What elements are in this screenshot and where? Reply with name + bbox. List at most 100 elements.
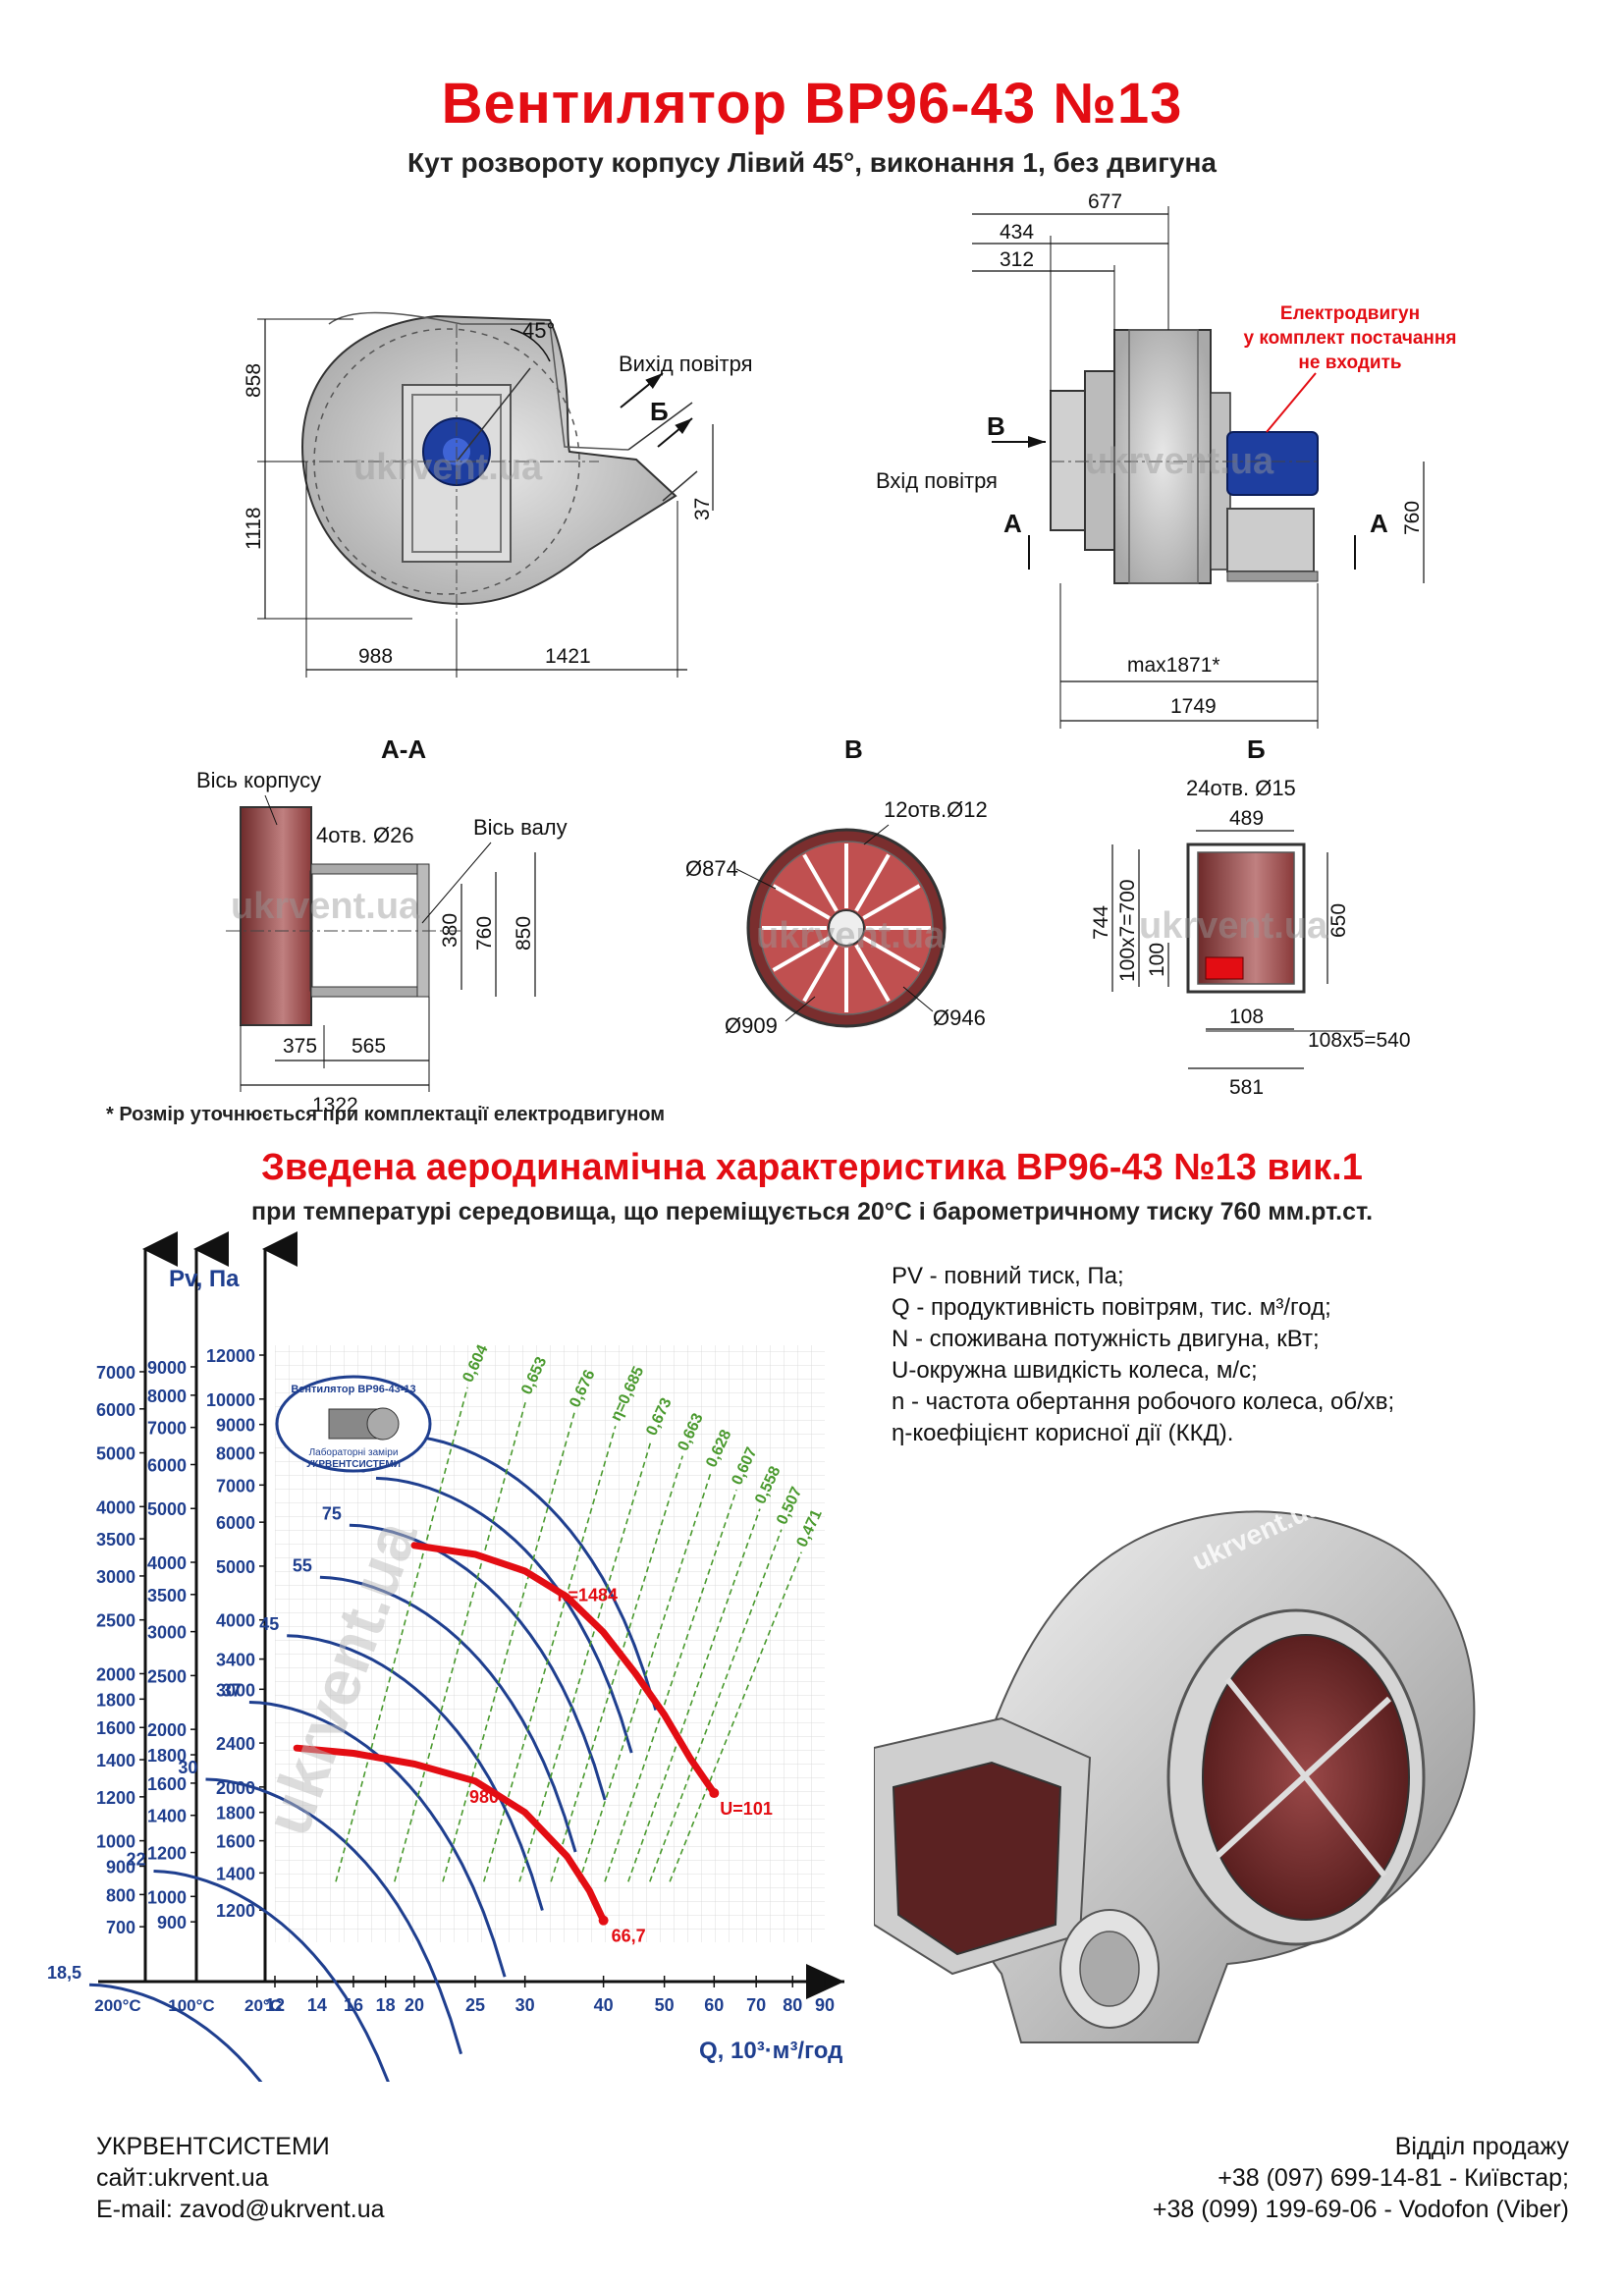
- power-curve-label: 37: [222, 1680, 242, 1700]
- y-tick-label: 1600: [216, 1832, 255, 1852]
- efficiency-line: [518, 1440, 652, 1882]
- page-subtitle: Кут розвороту корпусу Лівий 45°, виконан…: [407, 147, 1217, 178]
- dim-37: 37: [691, 498, 714, 520]
- legend-item-rpm: n - частота обертання робочого колеса, о…: [892, 1388, 1395, 1415]
- holes-aa: 4отв. Ø26: [316, 823, 414, 847]
- y-tick-label: 1200: [96, 1788, 135, 1808]
- tip-speed-66: 66,7: [612, 1927, 646, 1946]
- footer-sales-block: Відділ продажу +38 (097) 699-14-81 - Киї…: [1153, 2131, 1569, 2225]
- outlet-label: Вихід повітря: [619, 352, 753, 376]
- y-tick-label: 3000: [96, 1567, 135, 1587]
- technical-drawings: 45° Вихід повітря Б 858 1118 988 1421 37…: [196, 190, 1457, 1116]
- y-tick-label: 1200: [216, 1901, 255, 1921]
- power-curve: [153, 1870, 390, 2082]
- dim-1322: 1322: [312, 1094, 358, 1116]
- section-aa-title: А-А: [381, 734, 426, 764]
- footer-phone-1[interactable]: +38 (097) 699-14-81 - Київстар;: [1218, 2164, 1569, 2192]
- y-tick-label: 1800: [216, 1804, 255, 1823]
- dim-988: 988: [358, 645, 393, 668]
- tip-speed-101: U=101: [720, 1799, 773, 1819]
- dim-760-side: 760: [1401, 501, 1424, 535]
- dim-874: Ø874: [685, 856, 738, 881]
- power-curve-label: 18,5: [47, 1963, 81, 1983]
- dim-677: 677: [1088, 190, 1122, 213]
- section-v-marker: В: [987, 411, 1005, 441]
- motor-note-1: Електродвигун: [1280, 303, 1420, 324]
- y-tick-label: 7000: [216, 1476, 255, 1496]
- y-tick-label: 3400: [216, 1651, 255, 1670]
- impeller-spoke: [802, 853, 839, 912]
- dim-650: 650: [1327, 903, 1350, 938]
- case-axis-label: Вісь корпусу: [196, 768, 321, 792]
- legend-item-q: Q - продуктивність повітрям, тис. м³/год…: [892, 1294, 1331, 1321]
- speed-curve: [293, 1744, 608, 1925]
- watermark-3: ukrvent.ua: [231, 886, 420, 927]
- impeller-spoke: [854, 853, 891, 912]
- motor-note-2: у комплект постачання: [1244, 328, 1457, 349]
- x-tick-label: 80: [783, 1995, 802, 2015]
- speed-label-980: 980: [469, 1787, 499, 1807]
- holes-b: 24отв. Ø15: [1186, 776, 1296, 800]
- y-tick-label: 3500: [147, 1586, 187, 1605]
- dim-max1871: max1871*: [1127, 654, 1220, 677]
- y-tick-label: 3000: [147, 1623, 187, 1643]
- y-tick-label: 10000: [206, 1390, 255, 1410]
- dim-565: 565: [352, 1035, 386, 1058]
- y-tick-label: 1400: [147, 1807, 187, 1826]
- power-curve-label: 55: [293, 1555, 312, 1575]
- speed-label-1484: n=1484: [558, 1585, 619, 1605]
- x-tick-label: 40: [594, 1995, 614, 2015]
- dim-108x5: 108x5=540: [1308, 1029, 1411, 1052]
- section-b-title: Б: [1247, 734, 1266, 764]
- power-curve: [319, 1575, 577, 1853]
- temp-label: 200°С: [94, 1996, 140, 2015]
- temp-label: 100°С: [168, 1996, 214, 2015]
- dim-581: 581: [1229, 1076, 1264, 1099]
- y-tick-label: 2000: [216, 1778, 255, 1798]
- speed-curve-end: [598, 1915, 609, 1926]
- y-tick-label: 900: [157, 1913, 187, 1932]
- dim-1749: 1749: [1170, 695, 1217, 718]
- logo-line2: Лабораторні заміри: [309, 1446, 399, 1458]
- power-curve-label: 22: [126, 1850, 145, 1870]
- y-tick-label: 7000: [96, 1363, 135, 1383]
- watermark-1: ukrvent.ua: [353, 447, 543, 488]
- power-curve-label: 30: [178, 1758, 197, 1777]
- impeller-spoke: [802, 944, 839, 1003]
- footer-phone-2[interactable]: +38 (099) 199-69-06 - Vodofon (Viber): [1152, 2196, 1569, 2223]
- page-title: Вентилятор ВР96-43 №13: [441, 72, 1183, 136]
- y-tick-label: 5000: [216, 1557, 255, 1577]
- angle-label: 45°: [522, 318, 555, 343]
- holes-v: 12отв.Ø12: [884, 797, 988, 822]
- dim-489: 489: [1229, 807, 1264, 830]
- y-tick-label: 3000: [216, 1680, 255, 1700]
- y-tick-label: 12000: [206, 1346, 255, 1366]
- footer-company-block: УКРВЕНТСИСТЕМИ сайт:ukrvent.ua E-mail: z…: [96, 2131, 385, 2225]
- legend-item-u: U-окружна швидкість колеса, м/с;: [892, 1357, 1258, 1384]
- dim-380: 380: [439, 913, 461, 948]
- efficiency-line: [394, 1399, 527, 1882]
- footer-email[interactable]: E-mail: zavod@ukrvent.ua: [96, 2196, 385, 2223]
- dim-760-aa: 760: [473, 916, 496, 951]
- impeller-spoke: [862, 936, 921, 972]
- dim-850: 850: [513, 916, 535, 951]
- efficiency-line: [442, 1412, 575, 1882]
- power-curve-label: 45: [259, 1614, 279, 1634]
- y-tick-label: 1000: [147, 1887, 187, 1907]
- y-tick-label: 2000: [96, 1664, 135, 1684]
- y-tick-label: 3500: [96, 1530, 135, 1550]
- efficiency-line: [649, 1529, 783, 1882]
- y-axis-label: Pv, Па: [169, 1266, 240, 1292]
- lab-logo: Вентилятор ВР96-43-13 Лабораторні заміри…: [275, 1375, 432, 1473]
- y-tick-label: 7000: [147, 1419, 187, 1439]
- power-curve: [205, 1777, 463, 2055]
- x-tick-label: 30: [515, 1995, 535, 2015]
- front-view: 45° Вихід повітря Б 858 1118 988 1421 37: [243, 311, 753, 678]
- motor-note-3: не входить: [1298, 353, 1401, 373]
- footer-site[interactable]: сайт:ukrvent.ua: [96, 2164, 269, 2192]
- x-tick-label: 12: [265, 1995, 285, 2015]
- watermark-5: ukrvent.ua: [1139, 905, 1328, 947]
- footnote: * Розмір уточнюється при комплектації ел…: [106, 1104, 666, 1125]
- y-tick-label: 4000: [216, 1611, 255, 1631]
- logo-line1: Вентилятор ВР96-43-13: [291, 1384, 415, 1395]
